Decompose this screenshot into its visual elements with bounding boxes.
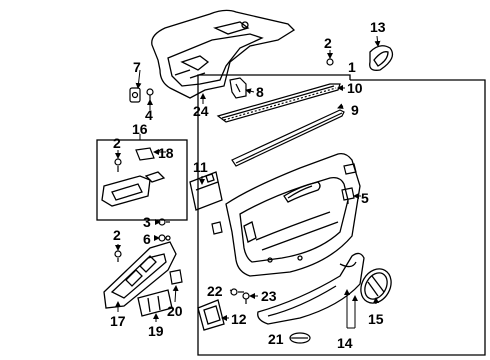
pull-handle-16 [101, 171, 166, 207]
belt-molding-9 [231, 109, 345, 167]
clip-22 [230, 288, 244, 296]
callout-2-top: 2 [324, 35, 332, 51]
callout-1: 1 [348, 59, 356, 75]
callout-2-left: 2 [113, 135, 121, 151]
callout-8: 8 [256, 84, 264, 100]
subassembly-box-16 [96, 139, 188, 221]
bracket-8 [229, 77, 247, 99]
switch-plate-12 [197, 299, 225, 331]
callout-23: 23 [261, 288, 277, 304]
callout-19: 19 [148, 323, 164, 339]
clip-7 [129, 87, 141, 103]
callout-13: 13 [370, 19, 386, 35]
switch-knob-20 [169, 269, 183, 285]
screw-23 [242, 292, 250, 304]
callout-18: 18 [158, 145, 174, 161]
callout-11: 11 [193, 159, 208, 175]
emblem-21 [289, 332, 311, 344]
screw-2-mid [114, 250, 122, 262]
handle-bezel-13 [369, 45, 394, 71]
clip-5 [341, 187, 355, 204]
map-pocket-11 [189, 171, 223, 211]
callout-21: 21 [268, 331, 284, 347]
callout-17: 17 [110, 313, 126, 329]
clip-6 [158, 234, 171, 242]
armrest-bezel-17 [103, 241, 177, 309]
callout-2-mid: 2 [113, 227, 121, 243]
callout-9: 9 [351, 102, 359, 118]
callout-20: 20 [167, 303, 183, 319]
callout-12: 12 [231, 311, 247, 327]
callout-6: 6 [143, 231, 151, 247]
window-switch-19 [137, 289, 173, 317]
callout-10: 10 [347, 80, 363, 96]
callout-14: 14 [337, 335, 353, 351]
switch-18 [135, 147, 155, 161]
front-door-trim-panel-1 [225, 152, 361, 277]
callout-4: 4 [145, 107, 153, 123]
belt-weatherstrip-10 [216, 83, 341, 123]
assembly-frame [197, 74, 486, 356]
callout-3: 3 [143, 214, 151, 230]
callout-24: 24 [193, 103, 209, 119]
callout-22: 22 [207, 283, 223, 299]
callout-15: 15 [368, 311, 384, 327]
trim-clip-small [211, 221, 223, 235]
callout-5: 5 [361, 190, 369, 206]
speaker-grille-15 [360, 268, 392, 304]
clip-upper [343, 163, 357, 175]
rear-door-trim-panel-24 [151, 9, 296, 99]
callout-7: 7 [133, 59, 141, 75]
screw-2-left [114, 158, 122, 172]
callout-16: 16 [132, 121, 148, 137]
armrest-14 [257, 252, 365, 325]
